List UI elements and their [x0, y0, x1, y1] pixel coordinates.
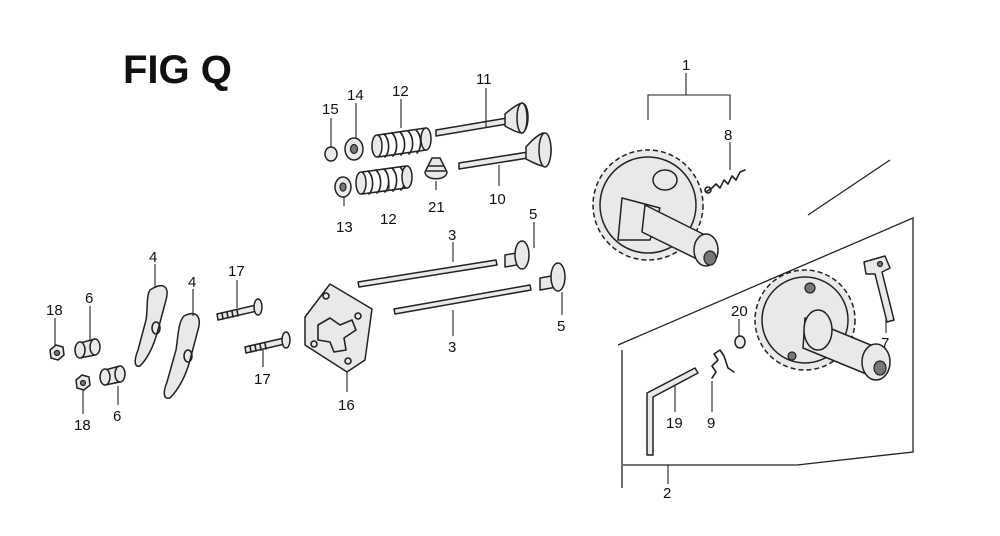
part-valve-stem-seal	[424, 157, 448, 180]
part-push-rod-upper	[357, 259, 498, 288]
part-rocker-pivot-upper	[74, 338, 101, 359]
part-rocker-arm-left	[134, 284, 168, 368]
callout-21: 21	[428, 199, 445, 216]
part-valve-spring-lower	[355, 165, 413, 195]
callout-14: 14	[347, 87, 364, 104]
callout-12-lower: 12	[380, 211, 397, 228]
part-camshaft-inset	[754, 269, 891, 381]
callout-1: 1	[682, 57, 690, 74]
part-stud-lower	[244, 331, 291, 354]
callout-4-left: 4	[149, 249, 157, 266]
part-spring-retainer-upper	[344, 137, 364, 161]
callout-17-upper: 17	[228, 263, 245, 280]
part-governor-spring	[704, 169, 746, 194]
part-rocker-arm-right	[163, 312, 200, 400]
part-tappet-lower	[539, 262, 566, 292]
part-exhaust-valve	[435, 102, 529, 137]
callout-5-upper: 5	[529, 206, 537, 223]
part-valve-keeper	[324, 146, 338, 162]
callout-7: 7	[881, 335, 889, 352]
part-valve-spring-upper	[371, 127, 432, 158]
part-nut-lower	[75, 374, 91, 391]
callout-3-upper: 3	[448, 227, 456, 244]
callout-2: 2	[663, 485, 671, 502]
callout-4-right: 4	[188, 274, 196, 291]
callout-18-lower: 18	[74, 417, 91, 434]
callout-8: 8	[724, 127, 732, 144]
part-spring-retainer-lower	[334, 176, 352, 198]
part-rocker-pivot-lower	[99, 365, 126, 386]
part-stud-upper	[216, 298, 263, 321]
part-camshaft-gear-assembly	[592, 149, 719, 267]
figure-title: FIG Q	[123, 48, 232, 92]
part-decompressor-arm	[863, 255, 895, 323]
callout-17-lower: 17	[254, 371, 271, 388]
callout-6-upper: 6	[85, 290, 93, 307]
callout-9: 9	[707, 415, 715, 432]
callout-11: 11	[476, 71, 492, 88]
part-push-rod-lower	[393, 284, 532, 315]
part-small-pin	[734, 335, 746, 349]
part-rocker-plate	[304, 283, 373, 373]
callout-18-upper: 18	[46, 302, 63, 319]
callout-15: 15	[322, 101, 339, 118]
inset-frame	[617, 159, 914, 488]
callout-3-lower: 3	[448, 339, 456, 356]
part-nut-upper	[49, 344, 65, 361]
leader-lines	[54, 73, 887, 484]
callout-5-lower: 5	[557, 318, 565, 335]
callout-6-lower: 6	[113, 408, 121, 425]
part-return-spring	[711, 349, 735, 379]
callout-labels: 1 2 3 3 4 4 5 5 6 6 7 8 9 10 11 12 12 13…	[46, 57, 889, 502]
callout-12-upper: 12	[392, 83, 409, 100]
part-cam-pin	[646, 367, 699, 456]
part-tappet-upper	[504, 240, 530, 270]
callout-19: 19	[666, 415, 683, 432]
callout-13: 13	[336, 219, 353, 236]
callout-10: 10	[489, 191, 506, 208]
part-intake-valve	[458, 132, 552, 170]
callout-16: 16	[338, 397, 355, 414]
callout-20: 20	[731, 303, 748, 320]
